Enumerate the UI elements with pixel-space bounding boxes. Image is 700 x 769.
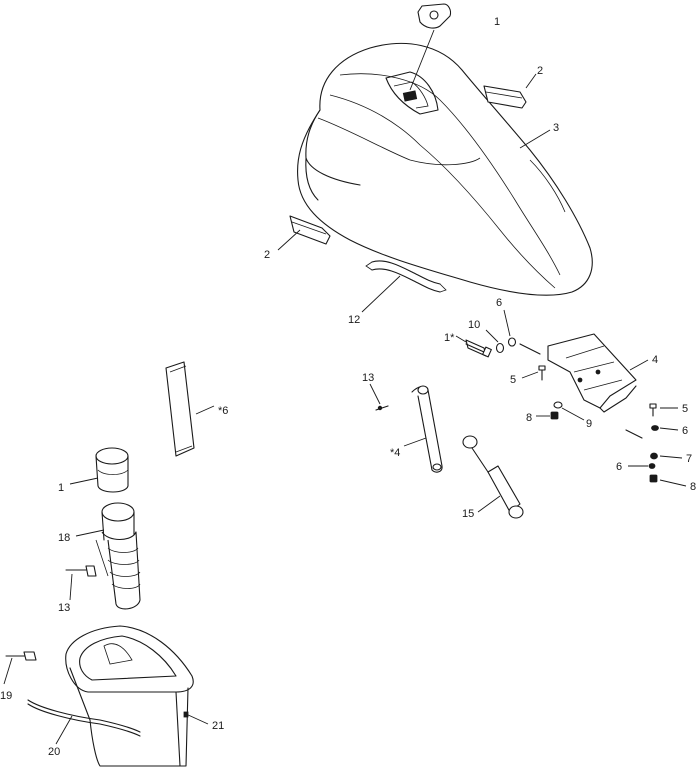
- seal-strip: [27, 699, 141, 737]
- callout-18: 18: [58, 532, 70, 544]
- callout-2a: 2: [537, 65, 543, 77]
- callout-2b: 2: [264, 249, 270, 261]
- clip-13a: [375, 405, 389, 411]
- bolt-5b: [649, 403, 657, 417]
- clamp-13b: [65, 565, 97, 577]
- washer-6c: [648, 463, 656, 469]
- washer-6b: [651, 425, 659, 431]
- callout-3: 3: [553, 122, 559, 134]
- leader-17: [69, 477, 99, 485]
- callout-8b: 8: [690, 481, 696, 493]
- callout-10: 10: [468, 319, 480, 331]
- leader-21: [185, 713, 209, 725]
- bellows-tube: [95, 502, 141, 610]
- callout-5b: 5: [682, 403, 688, 415]
- nut-6a: [507, 337, 517, 347]
- callout-21: 21: [212, 720, 224, 732]
- leader-2b: [277, 229, 301, 251]
- gasket-strip: [165, 361, 195, 457]
- callout-6c: 6: [616, 461, 622, 473]
- callout-7: 7: [686, 453, 692, 465]
- bolt-1: [465, 339, 492, 358]
- callout-9: 9: [586, 418, 592, 430]
- leader-4a: [629, 359, 649, 371]
- leader-16: [195, 405, 215, 415]
- callout-13a: 13: [362, 372, 374, 384]
- hood-opening: [385, 71, 439, 115]
- leader-7: [659, 455, 683, 459]
- clip-19: [5, 651, 37, 661]
- callout-19: 19: [0, 690, 12, 702]
- callout-1a: 1: [494, 16, 500, 28]
- callout-13b: 13: [58, 602, 70, 614]
- callout-6a: 6: [496, 297, 502, 309]
- leader-13b: [69, 573, 73, 601]
- nut-8b: [649, 474, 658, 483]
- leader-20: [55, 715, 73, 745]
- callout-8a: 8: [526, 412, 532, 424]
- bolt-5a: [538, 365, 546, 381]
- leader-3: [519, 129, 551, 149]
- leader-2a: [525, 73, 537, 89]
- leader-15: [477, 495, 501, 513]
- nut-8a: [550, 411, 559, 420]
- leader-13a: [369, 383, 381, 405]
- callout-12: 12: [348, 314, 360, 326]
- washer-10: [495, 342, 505, 354]
- leader-6a: [503, 309, 511, 337]
- washer-7: [650, 452, 658, 460]
- callout-4a: 4: [652, 354, 658, 366]
- leader-18: [75, 529, 105, 537]
- callout-6b: 6: [682, 425, 688, 437]
- callout-1c: 1: [58, 482, 64, 494]
- hinge-bracket: [547, 333, 637, 413]
- fuel-cap-part: [417, 3, 452, 29]
- callout-20: 20: [48, 746, 60, 758]
- gas-strut: [462, 435, 524, 519]
- washer-9: [553, 401, 563, 409]
- callout-labels: 1 2 3 2 12 6 10 1* 4 5 13 8 9 5 6 *4 *6 …: [0, 16, 696, 758]
- handle-pad-upper: [483, 85, 527, 109]
- callout-1b: 1*: [444, 332, 455, 344]
- leader-1b: [455, 335, 467, 343]
- hood-cowl: [297, 42, 593, 296]
- trim-strip: [365, 260, 447, 293]
- callout-15: 15: [462, 508, 474, 520]
- leader-12: [361, 275, 401, 313]
- callout-5a: 5: [510, 374, 516, 386]
- leader-1a: [409, 29, 435, 91]
- pin-6a: [519, 343, 541, 355]
- pin-6b: [625, 429, 643, 439]
- leader-8b: [659, 479, 687, 487]
- callout-14: *4: [390, 447, 400, 459]
- leader-10: [485, 329, 499, 343]
- leader-14: [403, 437, 427, 447]
- callout-16: *6: [218, 405, 228, 417]
- filter-element: [95, 447, 129, 493]
- leader-9: [561, 407, 585, 421]
- handle-pad-lower: [289, 215, 331, 245]
- leader-5a: [521, 371, 539, 379]
- support-rod: [411, 385, 443, 473]
- storage-bin: [65, 625, 194, 767]
- leader-6b: [659, 427, 679, 431]
- leader-19: [3, 657, 13, 685]
